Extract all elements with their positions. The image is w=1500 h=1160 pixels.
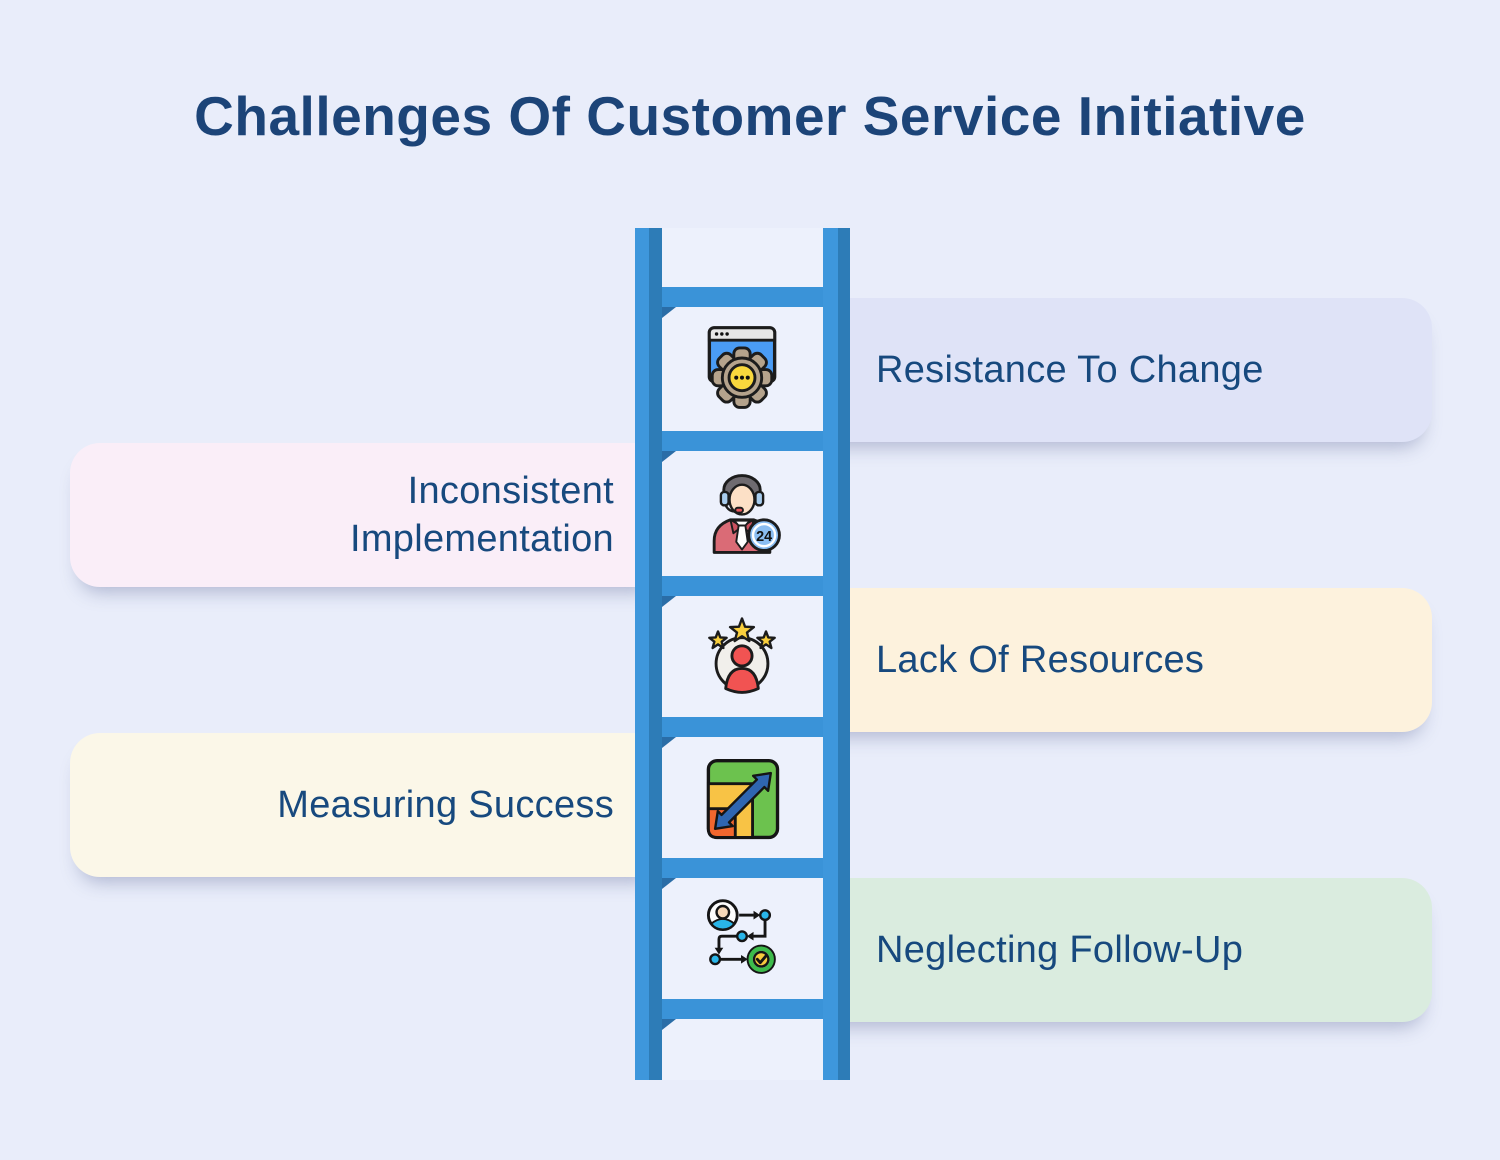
- challenge-label: Inconsistent Implementation: [349, 470, 614, 560]
- challenge-label: Neglecting Follow-Up: [876, 929, 1244, 971]
- rating-stars: [708, 617, 776, 650]
- challenge-label: Measuring Success: [277, 784, 614, 826]
- double-arrow: [713, 771, 772, 830]
- challenge-card-measuring: Measuring Success: [70, 733, 655, 877]
- browser-gear-icon: [707, 326, 777, 409]
- flow-lines: [717, 913, 767, 961]
- challenge-label: Lack Of Resources: [876, 639, 1205, 681]
- badge-24-text: 24: [756, 529, 772, 545]
- support-agent-24-icon: 24: [712, 474, 781, 554]
- challenge-card-resistance: Resistance To Change: [790, 298, 1432, 442]
- challenge-card-resources: Lack Of Resources: [790, 588, 1432, 732]
- customer-rating-icon: [708, 617, 776, 694]
- challenge-card-followup: Neglecting Follow-Up: [790, 878, 1432, 1022]
- ladder-left-rail: [635, 228, 662, 1080]
- gear-glyph: [710, 346, 774, 409]
- follow-up-flow-icon: [706, 899, 776, 974]
- challenge-label: Resistance To Change: [876, 349, 1264, 391]
- ladder-right-rail: [823, 228, 850, 1080]
- page-title: Challenges Of Customer Service Initiativ…: [194, 85, 1306, 147]
- growth-scale-icon: [706, 758, 780, 840]
- check-badge: [746, 944, 776, 974]
- ladder-rungs: [648, 287, 823, 1019]
- flow-arrowheads: [714, 910, 761, 964]
- challenge-card-inconsistent: Inconsistent Implementation: [70, 443, 655, 587]
